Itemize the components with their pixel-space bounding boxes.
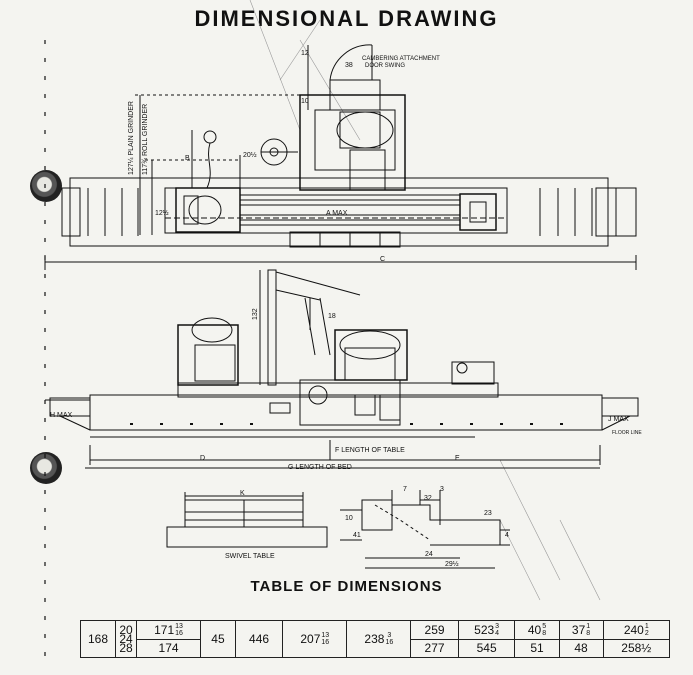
label-j-max: J MAX xyxy=(608,416,629,423)
label-23: 23 xyxy=(484,510,492,517)
cell-446: 446 xyxy=(234,620,284,658)
cell-174: 174 xyxy=(135,638,202,659)
cell-col2: 20 24 28 xyxy=(115,620,137,658)
binder-hole-bottom xyxy=(30,452,62,484)
table-title: TABLE OF DIMENSIONS xyxy=(250,578,443,595)
label-29: 29½ xyxy=(445,561,459,568)
label-d: D xyxy=(200,455,206,462)
cell-259: 259 xyxy=(410,620,459,640)
cell-545: 545 xyxy=(457,638,516,659)
label-k: K xyxy=(240,490,245,497)
label-24: 24 xyxy=(425,551,433,558)
label-132: 132 xyxy=(252,308,259,320)
note-cambering: CAMBERING ATTACHMENT xyxy=(362,56,440,62)
label-g: G LENGTH OF BED xyxy=(288,464,352,471)
label-floor: FLOOR LINE xyxy=(612,430,642,436)
label-f: F LENGTH OF TABLE xyxy=(335,447,405,454)
label-4: 4 xyxy=(505,532,509,539)
label-12: 12 xyxy=(301,50,309,57)
label-c: C xyxy=(380,256,386,263)
label-38: 38 xyxy=(345,62,353,69)
label-32: 32 xyxy=(424,495,432,502)
label-41: 41 xyxy=(353,532,361,539)
label-roll-grinder: 117¾ ROLL GRINDER xyxy=(142,103,149,175)
label-20-half: 20½ xyxy=(243,152,257,159)
label-7: 7 xyxy=(403,486,407,493)
binder-hole-top xyxy=(30,170,62,202)
cell-45: 45 xyxy=(200,620,236,658)
label-h-max: H MAX xyxy=(50,412,73,419)
cell-51: 51 xyxy=(514,638,560,659)
cell-258: 258½ xyxy=(602,638,671,659)
label-e: E xyxy=(455,455,460,462)
cell-168: 168 xyxy=(80,620,116,658)
label-10-detail: 10 xyxy=(345,515,353,522)
label-b: B xyxy=(185,155,190,162)
cell-48: 48 xyxy=(558,638,604,659)
label-18: 18 xyxy=(328,313,336,320)
note-door-swing: DOOR SWING xyxy=(365,63,405,69)
label-3: 3 xyxy=(440,486,444,493)
page-title: DIMENSIONAL DRAWING xyxy=(194,6,499,31)
label-swivel-table: SWIVEL TABLE xyxy=(225,553,275,560)
label-12-half: 12½ xyxy=(155,210,169,217)
cell-277: 277 xyxy=(410,638,459,659)
label-10: 10 xyxy=(301,98,309,105)
label-plain-grinder: 127¼ PLAIN GRINDER xyxy=(128,101,135,175)
label-a-max: A MAX xyxy=(326,210,348,217)
